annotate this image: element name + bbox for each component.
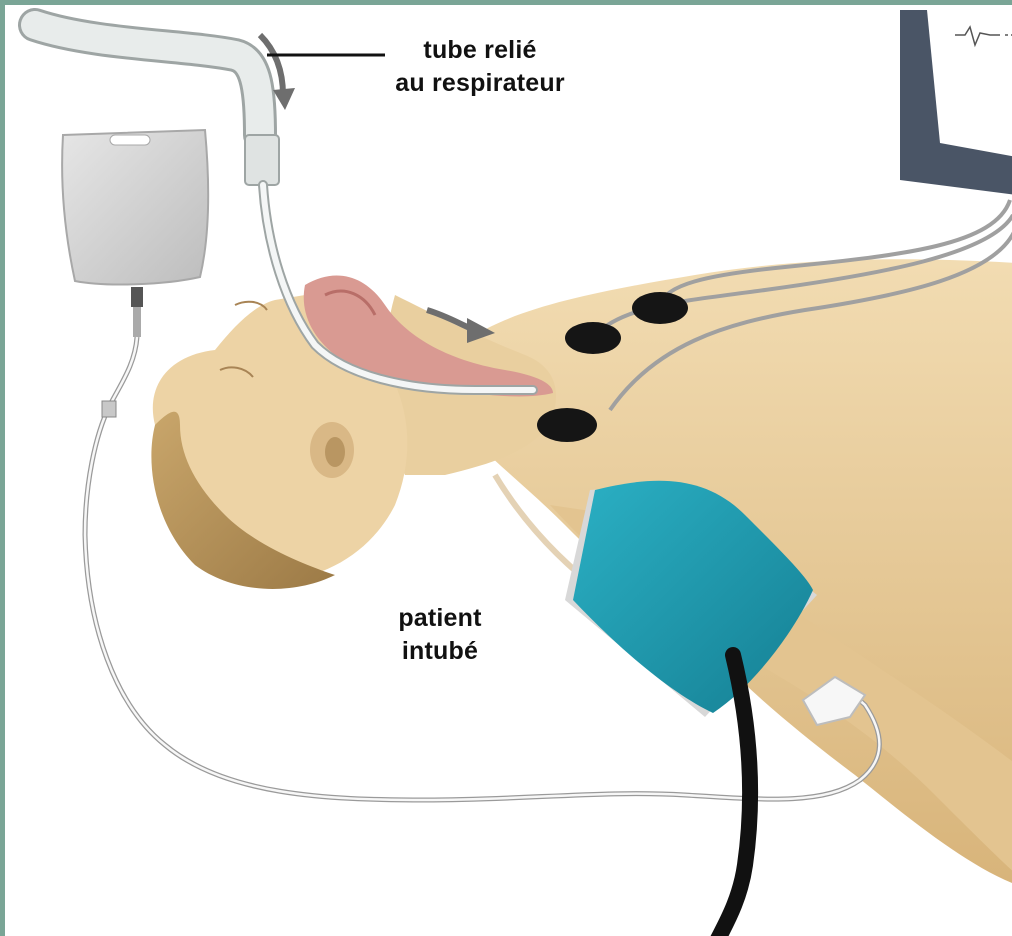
- label-patient-line2: intubé: [360, 635, 520, 668]
- label-tube: tube relié au respirateur: [360, 34, 600, 100]
- label-patient-line1: patient: [360, 602, 520, 635]
- illustration: [5, 5, 1012, 936]
- label-tube-line1: tube relié: [360, 34, 600, 67]
- label-patient: patient intubé: [360, 602, 520, 668]
- label-tube-line2: au respirateur: [360, 67, 600, 100]
- monitor-icon: [900, 10, 1012, 195]
